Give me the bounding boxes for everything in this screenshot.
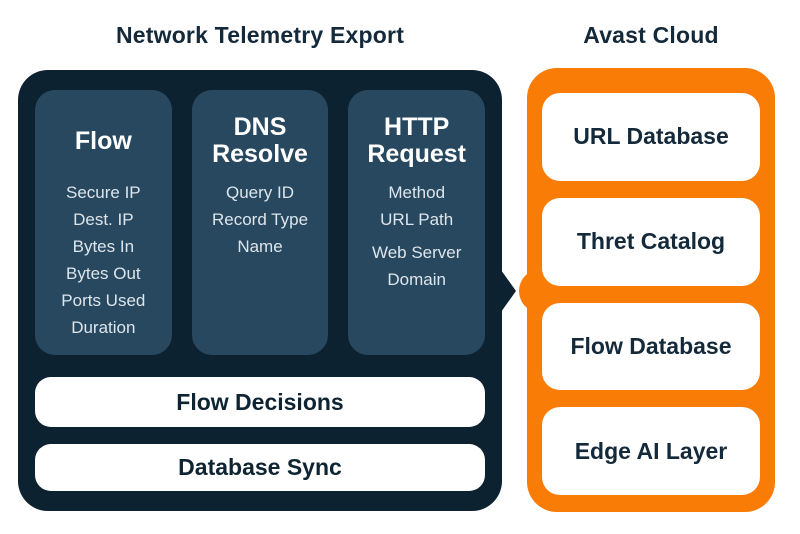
flow-item: Duration: [71, 318, 136, 337]
http-request-column-title: HTTP Request: [367, 113, 466, 168]
cloud-card-url-database: URL Database: [542, 93, 760, 181]
flow-column: Flow Secure IP Dest. IP Bytes In Bytes O…: [35, 90, 172, 355]
thret-catalog-label: Thret Catalog: [576, 228, 726, 255]
flow-item: Dest. IP: [73, 210, 134, 229]
edge-ai-layer-label: Edge AI Layer: [574, 437, 728, 464]
flow-column-title: Flow: [74, 126, 132, 155]
dns-item: Record Type: [211, 210, 309, 229]
flow-column-items: Secure IP Dest. IP Bytes In Bytes Out Po…: [43, 179, 164, 341]
http-item: Method: [388, 183, 446, 202]
http-request-column: HTTP Request Method URL Path Web Server …: [348, 90, 486, 355]
flow-decisions-bar: Flow Decisions: [35, 377, 485, 427]
flow-item: Bytes Out: [66, 264, 141, 283]
avast-cloud-panel: URL Database Thret Catalog Flow Database…: [519, 68, 775, 512]
database-sync-bar: Database Sync: [35, 444, 485, 491]
dns-item: Name: [237, 237, 283, 256]
telemetry-export-title: Network Telemetry Export: [115, 22, 405, 48]
dns-item: Query ID: [225, 183, 295, 202]
cloud-card-flow-database: Flow Database: [542, 302, 760, 391]
database-sync-label: Database Sync: [178, 454, 342, 480]
avast-cloud-title: Avast Cloud: [583, 22, 719, 48]
http-item: URL Path: [380, 210, 454, 229]
telemetry-export-panel: Flow Secure IP Dest. IP Bytes In Bytes O…: [18, 70, 516, 511]
dns-resolve-column: DNS Resolve Query ID Record Type Name: [191, 90, 329, 355]
dns-resolve-column-items: Query ID Record Type Name: [200, 179, 321, 260]
dns-resolve-column-title: DNS Resolve: [212, 113, 308, 168]
telemetry-columns: Flow Secure IP Dest. IP Bytes In Bytes O…: [35, 90, 486, 355]
flow-decisions-label: Flow Decisions: [176, 388, 344, 415]
cloud-card-edge-ai-layer: Edge AI Layer: [542, 407, 760, 495]
flow-item: Ports Used: [61, 291, 146, 310]
flow-item: Secure IP: [66, 183, 141, 202]
flow-item: Bytes In: [72, 237, 135, 256]
http-request-column-items: Method URL Path Web Server Domain: [356, 179, 477, 293]
connector-arrow-icon: [501, 270, 516, 312]
cloud-card-thret-catalog: Thret Catalog: [542, 197, 760, 286]
url-database-label: URL Database: [573, 123, 729, 150]
http-item: Web Server Domain: [371, 243, 462, 289]
flow-database-label: Flow Database: [570, 332, 732, 359]
